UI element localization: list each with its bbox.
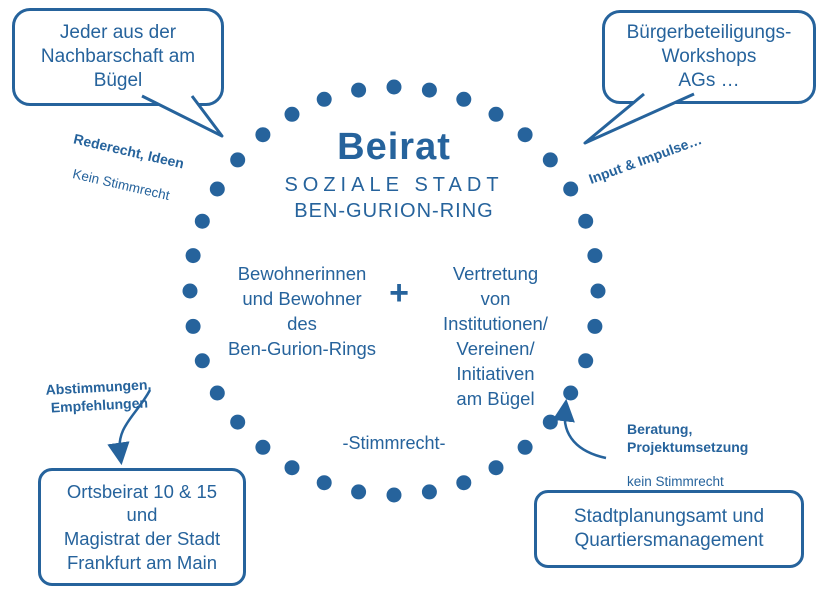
circle-dot — [194, 353, 210, 369]
circle-dot — [316, 475, 332, 491]
circle-dot — [542, 152, 558, 168]
label-abstimmungen: Abstimmungen, Empfehlungen — [44, 357, 153, 434]
circle-dot — [209, 181, 225, 197]
circle-subtitle-ben-gurion-ring: BEN-GURION-RING — [294, 200, 494, 222]
label-beratung-normal: kein Stimmrecht — [627, 474, 724, 490]
circle-subtitle-soziale-stadt: SOZIALE STADT — [284, 174, 504, 196]
box-stadtplanungsamt: Stadtplanungsamt und Quartiersmanagement — [534, 490, 804, 568]
circle-dot — [284, 460, 300, 476]
circle-dot — [590, 283, 606, 299]
circle-dot — [255, 439, 271, 455]
circle-dot — [587, 318, 603, 334]
circle-dot — [578, 213, 594, 229]
label-beratung-bold: Beratung, Projektumsetzung — [627, 420, 749, 455]
circle-dot — [488, 106, 504, 122]
circle-dot — [194, 213, 210, 229]
circle-dot — [456, 475, 472, 491]
circle-dot — [316, 91, 332, 107]
label-rederecht-bold: Rederecht, Ideen — [72, 130, 186, 172]
label-abstimmungen-bold: Abstimmungen, Empfehlungen — [45, 375, 152, 416]
arrow-beratung-to-circle — [552, 398, 607, 460]
circle-dot — [517, 439, 533, 455]
bubble-workshops-text: Bürgerbeteiligungs- Workshops AGs … — [626, 21, 792, 92]
circle-dot — [563, 181, 579, 197]
circle-dot — [386, 79, 402, 95]
bubble-workshops: Bürgerbeteiligungs- Workshops AGs … — [602, 10, 816, 104]
box-stadtplanungsamt-text: Stadtplanungsamt und Quartiersmanagement — [573, 505, 765, 551]
circle-dot — [230, 152, 246, 168]
group-residents: Bewohnerinnen und Bewohner des Ben-Gurio… — [227, 263, 377, 359]
circle-dot — [578, 353, 594, 369]
circle-dot — [284, 106, 300, 122]
circle-dot — [351, 484, 367, 500]
bubble-neighbourhood-text: Jeder aus der Nachbarschaft am Bügel — [40, 21, 196, 92]
circle-dot — [456, 91, 472, 107]
box-ortsbeirat-text: Ortsbeirat 10 & 15 und Magistrat der Sta… — [63, 480, 221, 573]
label-beratung: Beratung, Projektumsetzung kein Stimmrec… — [627, 402, 748, 509]
plus-sign: + — [389, 274, 409, 312]
circle-dot — [185, 318, 201, 334]
circle-dot — [185, 248, 201, 264]
circle-dot — [421, 484, 437, 500]
circle-dot — [209, 385, 225, 401]
circle-dot — [351, 82, 367, 98]
circle-dot — [488, 460, 504, 476]
label-rederecht-normal: Kein Stimmrecht — [71, 166, 171, 204]
circle-dot — [542, 414, 558, 430]
circle-dot — [421, 82, 437, 98]
label-input-impulse-bold: Input & Impulse… — [586, 130, 704, 187]
box-ortsbeirat: Ortsbeirat 10 & 15 und Magistrat der Sta… — [38, 468, 246, 586]
label-rederecht: Rederecht, Ideen Kein Stimmrecht — [60, 112, 190, 223]
bubble-neighbourhood: Jeder aus der Nachbarschaft am Bügel — [12, 8, 224, 106]
circle-dot — [230, 414, 246, 430]
circle-dot — [182, 283, 198, 299]
label-input-impulse: Input & Impulse… — [580, 113, 710, 204]
circle-dot — [386, 487, 402, 503]
circle-dot — [587, 248, 603, 264]
group-institutions: Vertretung von Institutionen/ Vereinen/ … — [443, 263, 548, 409]
circle-title: Beirat — [337, 126, 451, 168]
voting-right-note: -Stimmrecht- — [342, 433, 446, 453]
